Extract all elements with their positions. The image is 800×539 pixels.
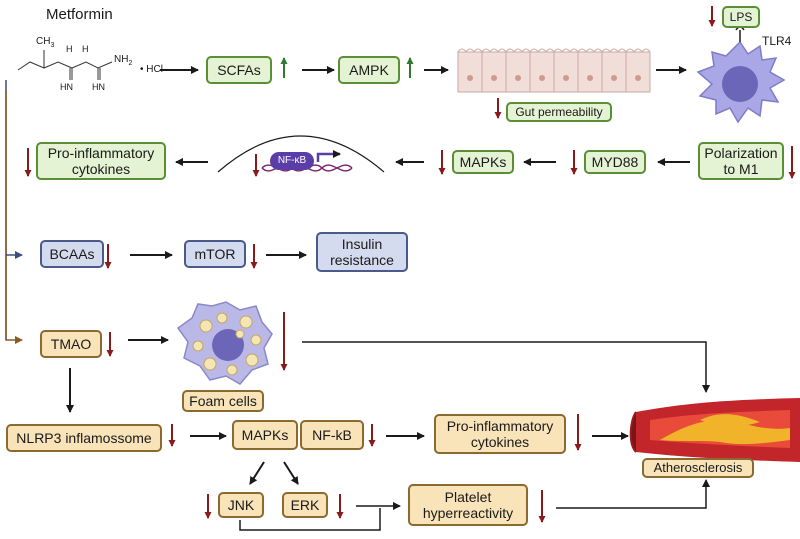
tmao-node: TMAO	[40, 330, 102, 358]
methyl-text: CH	[36, 36, 51, 47]
bcaas-node: BCAAs	[40, 240, 104, 268]
mtor-node: mTOR	[184, 240, 246, 268]
foam-cells-node: Foam cells	[182, 390, 264, 412]
hydrogen-label-a: H	[66, 44, 73, 54]
scfas-node: SCFAs	[206, 56, 272, 84]
amine-text: NH	[114, 54, 129, 65]
hydrogen-label-b: H	[82, 44, 89, 54]
lps-node: LPS	[722, 6, 760, 28]
methyl-label: CH3	[36, 36, 54, 49]
jnk-node: JNK	[218, 492, 264, 518]
imine-label-a: HN	[60, 82, 73, 92]
proinflammatory-cytokines-node-2: Pro-inflammatory cytokines	[434, 414, 566, 454]
mapks-node: MAPKs	[452, 150, 514, 174]
metformin-structure-icon	[17, 50, 113, 80]
amine-label: NH2	[114, 54, 132, 67]
insulin-resistance-node: Insulin resistance	[316, 232, 408, 272]
nfkb-node-2: NF-kB	[300, 420, 364, 450]
metformin-title: Metformin	[46, 6, 113, 23]
nfkb-arc	[217, 135, 385, 173]
transcription-arrow	[316, 150, 341, 162]
hcl-label: • HCl	[140, 64, 163, 75]
gut-epithelium-icon	[457, 48, 651, 93]
arrow-foam-athero	[302, 341, 710, 393]
erk-node: ERK	[282, 492, 328, 518]
myd88-node: MYD88	[584, 150, 646, 174]
arrow-mapks-erk	[283, 461, 299, 485]
polarization-node: Polarization to M1	[698, 142, 784, 180]
nlrp3-node: NLRP3 inflamossome	[6, 424, 162, 452]
arrow-platelet-athero	[556, 479, 710, 509]
gut-permeability-node: Gut permeability	[506, 102, 612, 122]
atherosclerosis-node: Atherosclerosis	[642, 458, 754, 478]
artery-icon	[629, 398, 800, 462]
macrophage-icon	[696, 26, 786, 124]
nfkb-complex-node: NF-κB	[270, 152, 314, 170]
methyl-subscript: 3	[50, 42, 55, 49]
imine-label-b: HN	[92, 82, 105, 92]
ampk-node: AMPK	[338, 56, 400, 84]
amine-subscript: 2	[128, 60, 133, 67]
jnk-join-line	[239, 508, 381, 531]
tmao-branch-line	[5, 90, 23, 344]
tlr4-label: TLR4	[762, 34, 792, 48]
foam-cell-icon	[176, 301, 273, 385]
arrow-mapks-jnk	[249, 461, 265, 485]
mapks-node-2: MAPKs	[232, 420, 298, 450]
platelet-hyperreactivity-node: Platelet hyperreactivity	[408, 484, 528, 526]
proinflammatory-cytokines-node: Pro-inflammatory cytokines	[36, 142, 166, 180]
